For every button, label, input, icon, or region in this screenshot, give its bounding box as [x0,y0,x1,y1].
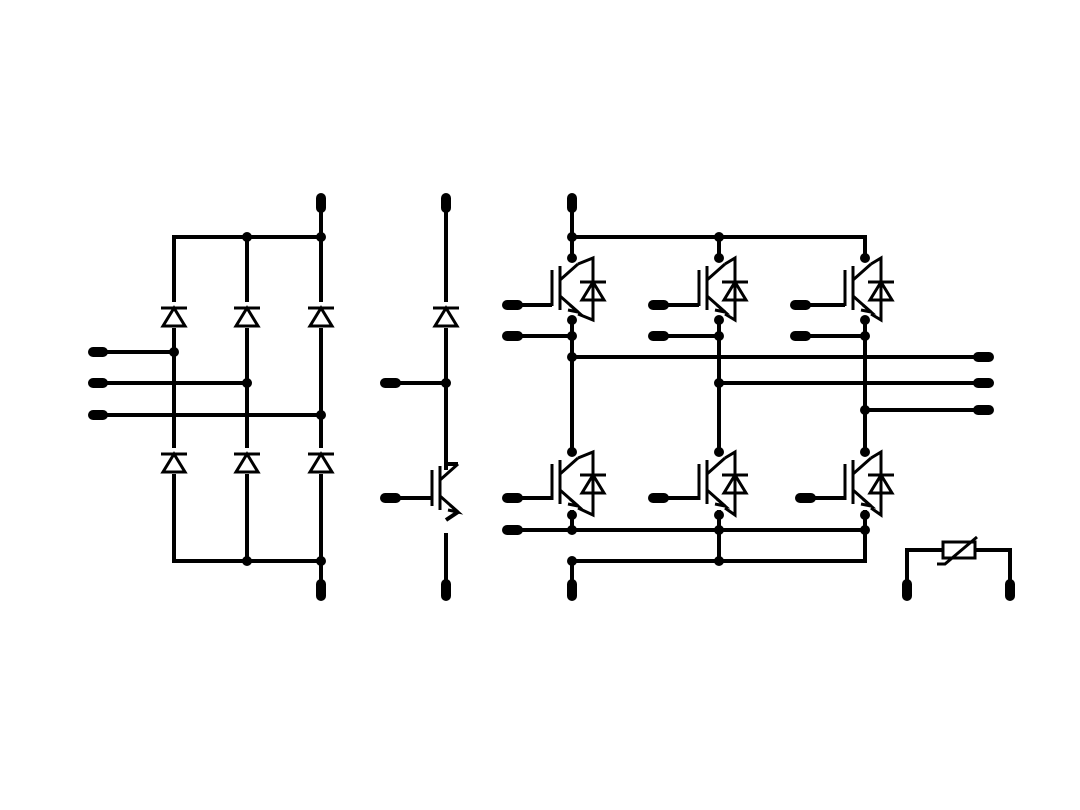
diode-icon [431,302,461,328]
igbt-bottom-w [805,449,899,518]
rectifier-bridge [88,193,336,601]
diode-icon [232,448,262,474]
igbt-bottom-v [658,449,753,518]
inverter [502,193,994,601]
igbt-top-w [800,255,899,338]
diode-icon [232,302,262,328]
diode-icon [306,448,336,474]
diode-icon [159,302,189,328]
thermistor-icon [937,535,978,566]
igbt-top-u [512,255,608,338]
brake-chopper [380,193,461,601]
rectifier-bottom-rail [172,460,321,563]
igbt-icon [430,462,460,514]
diode-icon [159,448,189,474]
igbt-top-v [658,255,753,338]
rectifier-top-rail [172,235,321,315]
igbt-bottom-u [512,449,608,518]
diode-icon [306,302,336,328]
ntc-thermistor [902,535,1015,601]
